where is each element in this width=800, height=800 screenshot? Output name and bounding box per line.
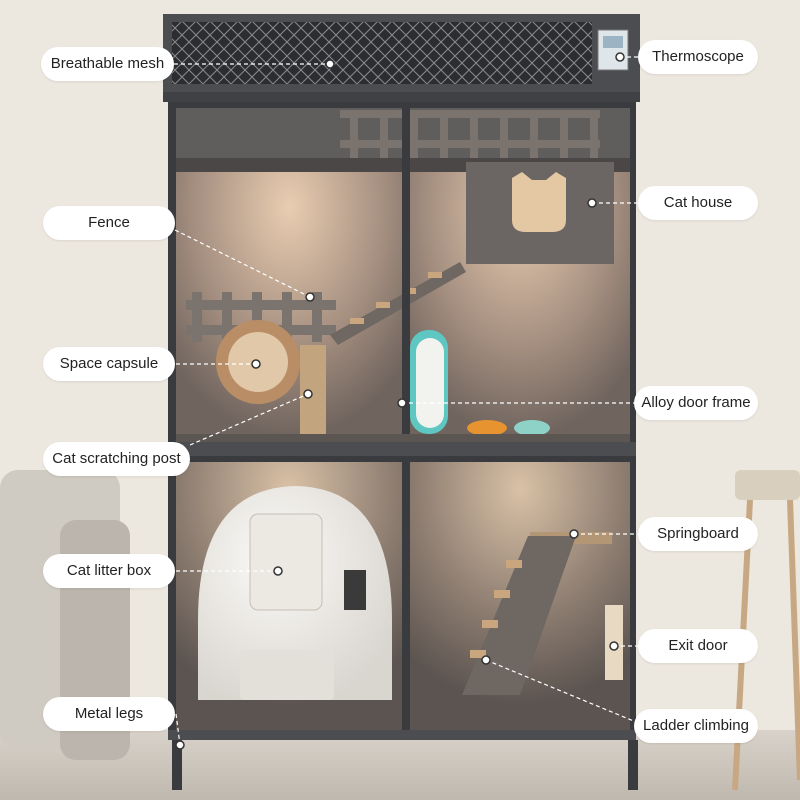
callout-space-capsule: Space capsule xyxy=(43,347,175,381)
callout-exit-door: Exit door xyxy=(638,629,758,663)
breathable-mesh-panel xyxy=(172,22,592,84)
callout-thermoscope: Thermoscope xyxy=(638,40,758,74)
callout-lines xyxy=(174,56,640,746)
callout-ladder-climbing: Ladder climbing xyxy=(634,709,758,743)
callout-alloy-door-frame: Alloy door frame xyxy=(634,386,758,420)
callout-cat-house: Cat house xyxy=(638,186,758,220)
callout-breathable-mesh: Breathable mesh xyxy=(41,47,174,81)
callout-fence: Fence xyxy=(43,206,175,240)
callout-dots xyxy=(175,52,625,750)
callout-springboard: Springboard xyxy=(638,517,758,551)
callout-cat-scratching-post: Cat scratching post xyxy=(43,442,190,476)
callout-cat-litter-box: Cat litter box xyxy=(43,554,175,588)
cat-cabinet xyxy=(163,14,640,790)
callout-metal-legs: Metal legs xyxy=(43,697,175,731)
